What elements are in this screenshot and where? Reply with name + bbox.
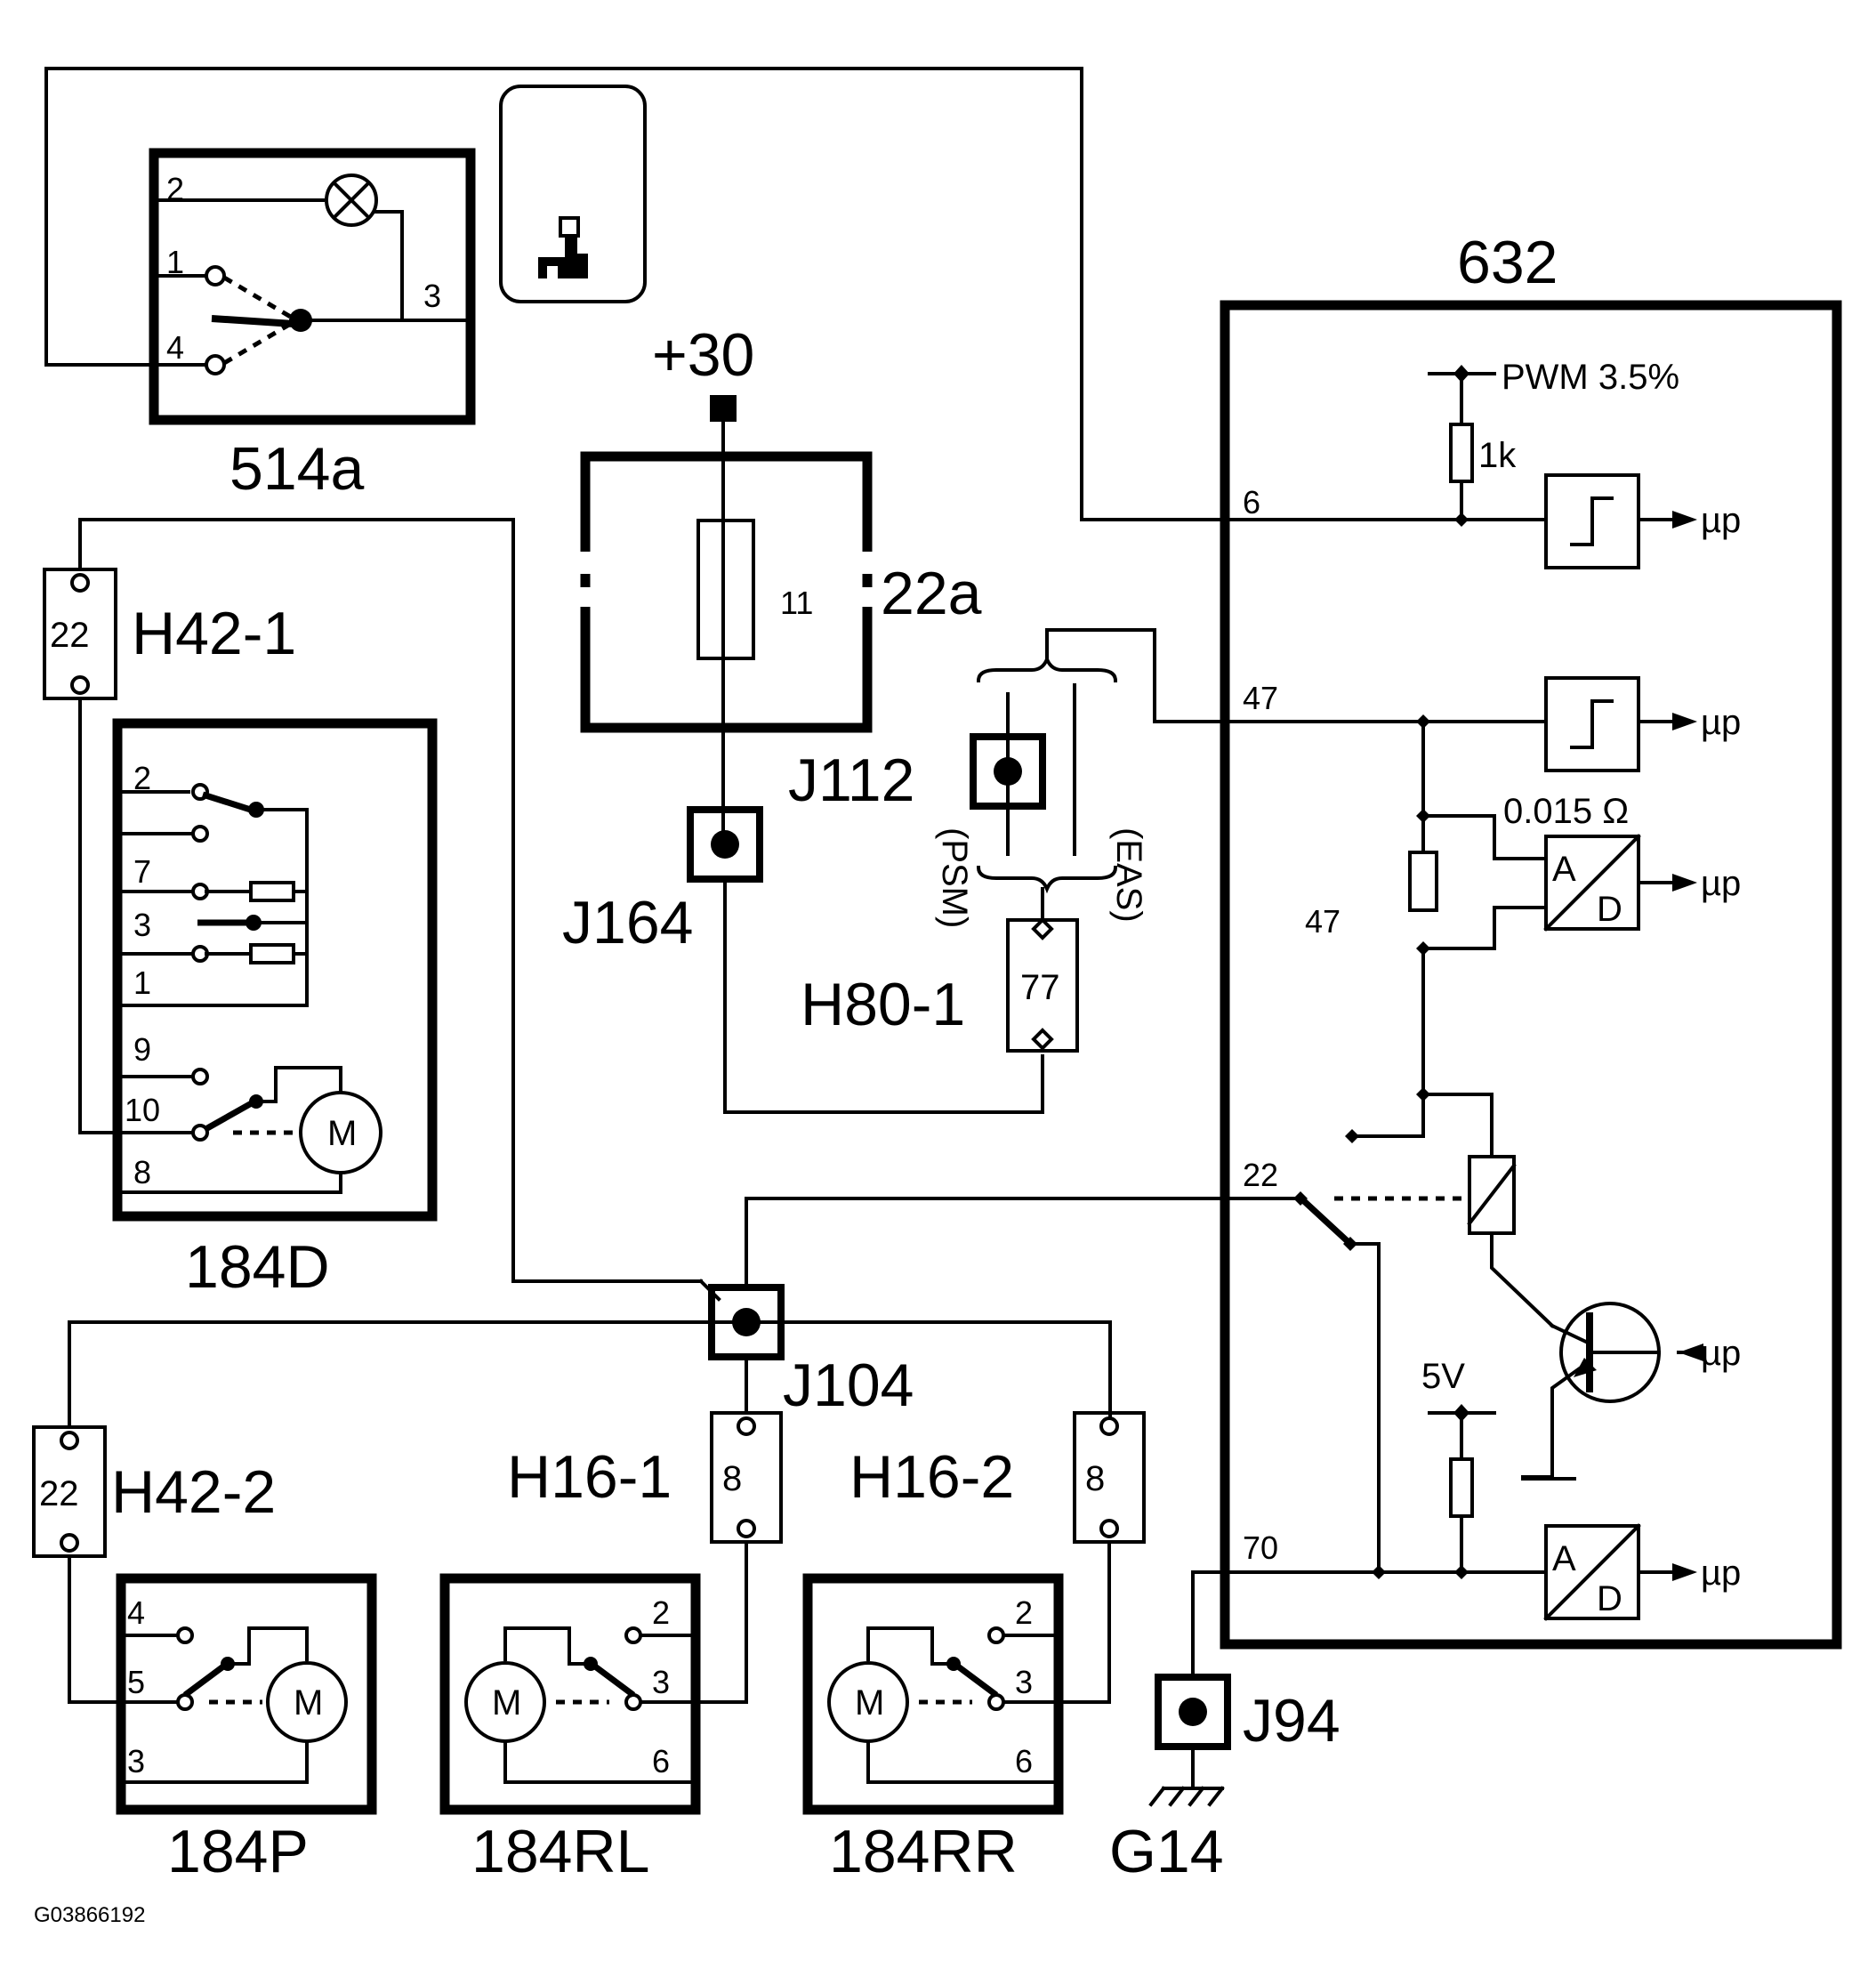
pin-label: 5 xyxy=(127,1664,145,1700)
pwm-label: PWM 3.5% xyxy=(1502,358,1679,397)
component-label: 184D xyxy=(185,1233,330,1301)
door-module-184RL: M 2 3 6 184RL xyxy=(439,1573,701,1885)
connector-label: H42-1 xyxy=(132,600,296,667)
pin-label: 7 xyxy=(133,853,151,890)
pin-label: 3 xyxy=(127,1743,145,1779)
door-module-184P: M 4 5 3 184P xyxy=(116,1573,377,1885)
pin-label: 2 xyxy=(133,760,151,796)
figure-id: G03866192 xyxy=(34,1903,145,1927)
pin-label: 4 xyxy=(166,329,184,366)
pin-label: 8 xyxy=(133,1154,151,1190)
shunt-pin-label: 47 xyxy=(1305,903,1341,940)
mp-label: µp xyxy=(1701,1334,1741,1373)
connector-pin: 8 xyxy=(722,1459,742,1498)
component-label: 184P xyxy=(167,1818,309,1885)
pin-label: 3 xyxy=(423,278,441,314)
connector-label: H16-1 xyxy=(507,1443,672,1511)
resistor-label: 1k xyxy=(1478,436,1517,475)
adc-a-label: A xyxy=(1552,850,1576,889)
component-label: 22a xyxy=(881,560,982,627)
motor-label: M xyxy=(492,1683,521,1723)
component-label: 184RR xyxy=(829,1818,1018,1885)
variant-label: (PSM) xyxy=(935,827,974,928)
supply-label: +30 xyxy=(652,321,754,389)
motor-label: M xyxy=(327,1114,357,1153)
motor-label: M xyxy=(855,1683,884,1723)
pin-label: 10 xyxy=(125,1092,160,1128)
pin-label: 1 xyxy=(133,964,151,1001)
control-module-632: 632 6 PWM 3.5% 1k µp 47 µp 0.015 Ω 47 xyxy=(1220,229,1842,1650)
pin-label: 4 xyxy=(127,1594,145,1631)
junction-label: J94 xyxy=(1243,1687,1341,1755)
pin-label: 3 xyxy=(652,1664,670,1700)
supply-5v-label: 5V xyxy=(1421,1357,1465,1396)
mp-label: µp xyxy=(1701,1553,1741,1593)
component-label: 184RL xyxy=(471,1818,649,1885)
door-module-184RR: M 2 3 6 184RR xyxy=(802,1573,1064,1885)
adc-d-label: D xyxy=(1597,890,1622,929)
connector-H16-1: 8 H16-1 xyxy=(507,1411,783,1704)
motor-label: M xyxy=(294,1683,323,1723)
motor-icon xyxy=(266,1661,348,1743)
pin-label: 6 xyxy=(1015,1743,1033,1779)
mp-label: µp xyxy=(1701,501,1741,540)
junction-J104: J104 xyxy=(68,1197,1263,1429)
junction-J112: J112 (PSM) (EAS) xyxy=(788,628,1227,928)
pin-label: 2 xyxy=(652,1594,670,1631)
pin-label: 2 xyxy=(166,171,184,207)
pin-label: 22 xyxy=(1243,1157,1278,1193)
door-module-184D: M 2 7 3 1 9 10 8 184D xyxy=(112,718,438,1301)
connector-label: H80-1 xyxy=(801,971,965,1038)
pin-label: 6 xyxy=(652,1743,670,1779)
connector-H42-1: 22 H42-1 xyxy=(43,518,703,1283)
fuse-box-22a: +30 11 22a xyxy=(580,321,982,834)
junction-label: J164 xyxy=(562,889,693,956)
variant-label: (EAS) xyxy=(1109,827,1148,923)
adc-a-label: A xyxy=(1552,1539,1576,1578)
seat-icon xyxy=(499,85,647,303)
connector-H42-2: 22 H42-2 xyxy=(32,1425,276,1704)
pin-label: 9 xyxy=(133,1031,151,1068)
pin-label: 70 xyxy=(1243,1529,1278,1566)
component-label: 632 xyxy=(1457,229,1558,296)
pin-label: 47 xyxy=(1243,680,1278,716)
pin-label: 3 xyxy=(1015,1664,1033,1700)
mp-label: µp xyxy=(1701,703,1741,742)
pin-label: 2 xyxy=(1015,1594,1033,1631)
connector-pin: 8 xyxy=(1085,1459,1105,1498)
mp-label: µp xyxy=(1701,864,1741,903)
junction-label: J104 xyxy=(783,1352,914,1419)
pin-label: 3 xyxy=(133,907,151,943)
motor-icon xyxy=(827,1661,909,1743)
pin-label: 1 xyxy=(166,244,184,280)
switch-514a: 2 1 4 3 514a xyxy=(44,67,1227,521)
connector-pin: 22 xyxy=(50,616,90,655)
fuse-number: 11 xyxy=(780,585,813,621)
junction-label: J112 xyxy=(788,746,914,814)
pin-label: 6 xyxy=(1243,484,1260,520)
connector-H80-1: 77 H80-1 xyxy=(801,917,1079,1053)
connector-label: H42-2 xyxy=(111,1458,276,1526)
connector-pin: 77 xyxy=(1020,968,1060,1007)
shunt-label: 0.015 Ω xyxy=(1503,792,1629,831)
adc-d-label: D xyxy=(1597,1579,1622,1618)
ground-label: G14 xyxy=(1109,1818,1224,1885)
junction-J94: J94 G14 xyxy=(1109,1570,1341,1885)
junction-J164: J164 xyxy=(562,806,1044,1114)
connector-H16-2: 8 H16-2 xyxy=(849,1411,1146,1704)
component-label: 514a xyxy=(229,435,364,503)
connector-label: H16-2 xyxy=(849,1443,1014,1511)
connector-pin: 22 xyxy=(39,1474,79,1513)
motor-icon xyxy=(464,1661,546,1743)
